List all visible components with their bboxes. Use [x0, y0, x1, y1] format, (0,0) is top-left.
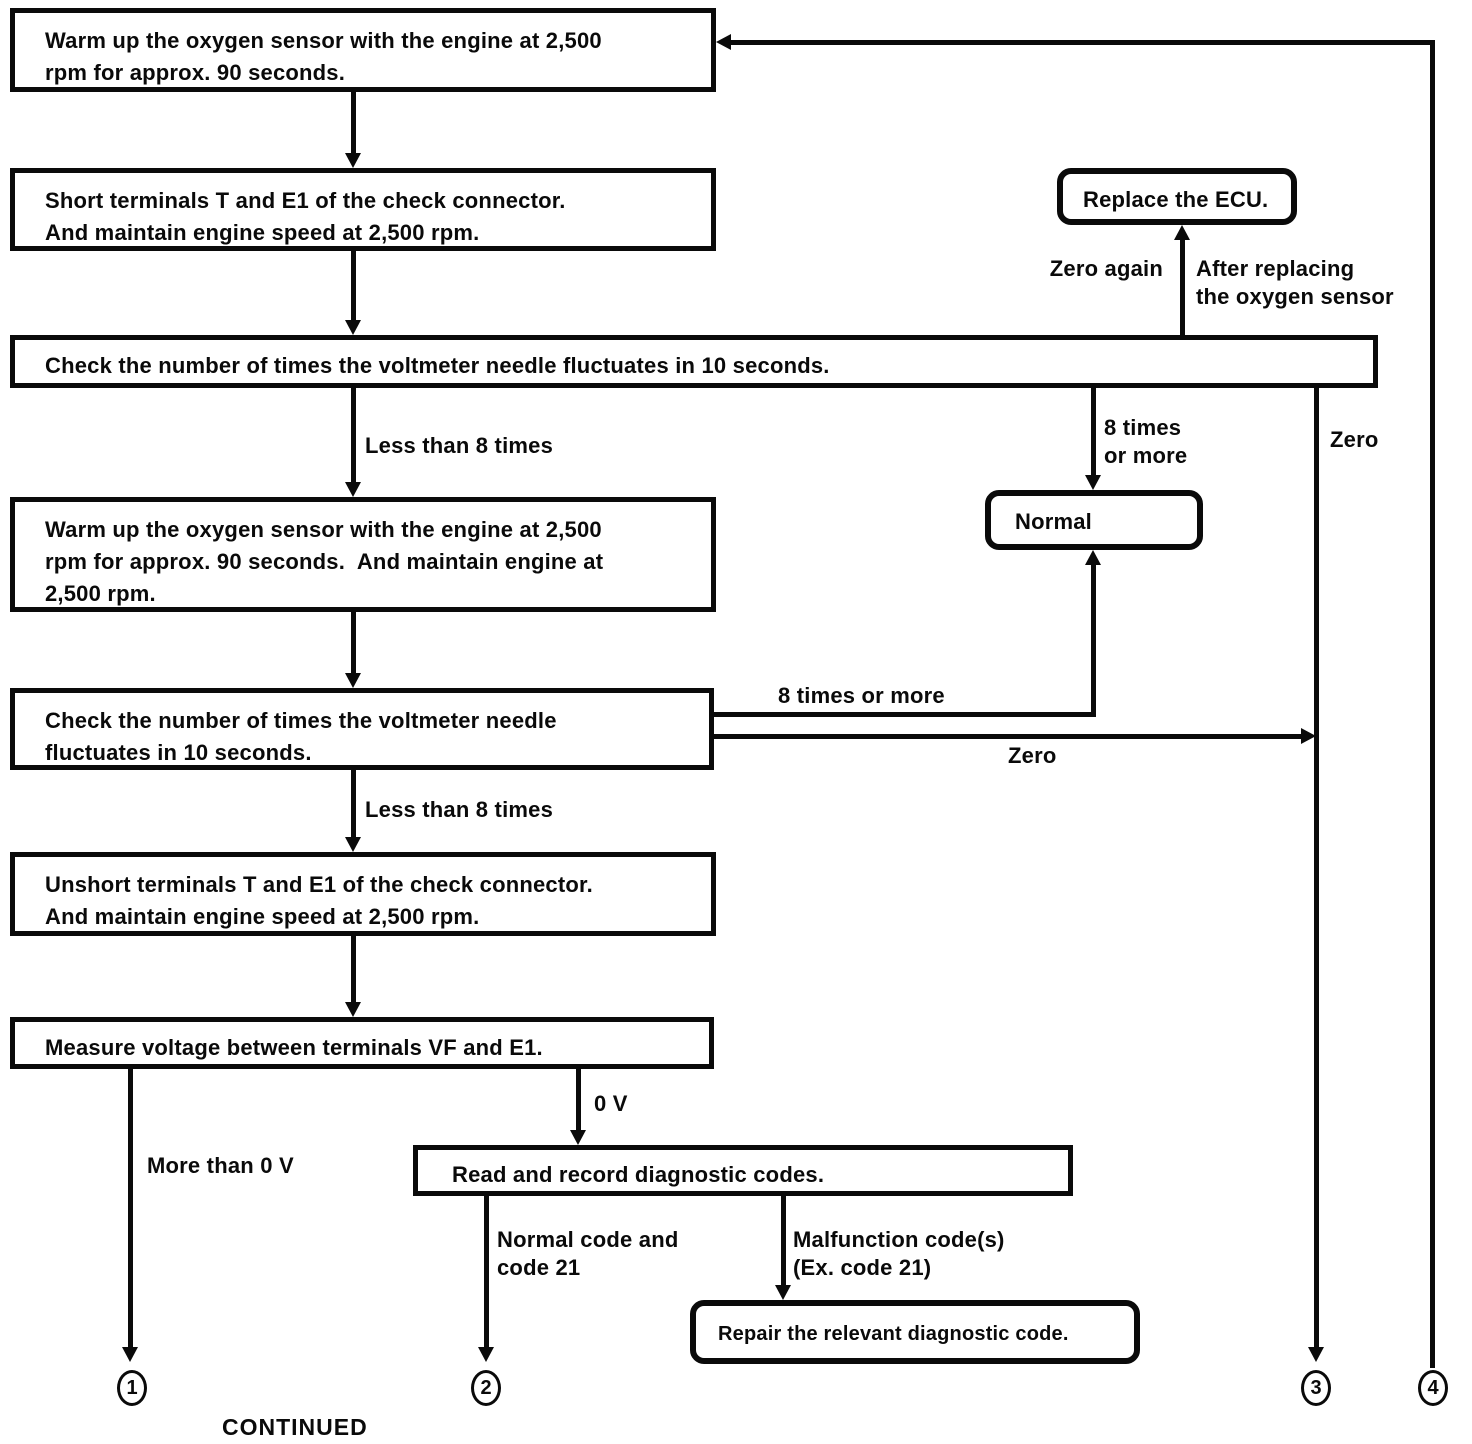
label-zero-lower: Zero [1008, 743, 1057, 768]
arrowhead-readcodes-to-repair [775, 1285, 791, 1300]
edge-measure-to-connector1 [128, 1069, 133, 1349]
label-less-than-8-second: Less than 8 times [365, 797, 554, 822]
edge-warmup-to-short [351, 92, 356, 155]
edge-check2-to-unshort [351, 770, 356, 839]
connector-1: 1 [117, 1370, 147, 1406]
node-read-codes: Read and record diagnostic codes. [413, 1145, 1073, 1196]
edge-check2-zero-horizontal [714, 734, 1303, 739]
arrowhead-warmup2-to-check2 [345, 673, 361, 688]
node-warm-up-initial: Warm up the oxygen sensor with the engin… [10, 8, 716, 92]
node-repair-code: Repair the relevant diagnostic code. [690, 1300, 1140, 1364]
arrowhead-check1-to-normal [1085, 475, 1101, 490]
connector-4: 4 [1418, 1370, 1448, 1406]
connector-3: 3 [1301, 1370, 1331, 1406]
edge-check2-to-normal-horizontal [714, 712, 1096, 717]
arrowhead-readcodes-to-connector2 [478, 1347, 494, 1362]
edge-check1-to-normal [1091, 388, 1096, 477]
edge-unshort-to-measure [351, 936, 356, 1004]
arrowhead-zero-to-connector3 [1308, 1347, 1324, 1362]
node-short-terminals: Short terminals T and E1 of the check co… [10, 168, 716, 251]
node-check-fluctuation-2: Check the number of times the voltmeter … [10, 688, 714, 770]
edge-check1-to-warmup2 [351, 388, 356, 484]
label-less-than-8-first: Less than 8 times [365, 433, 554, 458]
node-normal: Normal [985, 490, 1203, 550]
label-after-replacing: After replacing the oxygen sensor [1196, 256, 1394, 309]
node-measure-voltage: Measure voltage between terminals VF and… [10, 1017, 714, 1069]
arrowhead-measure-to-connector1 [122, 1347, 138, 1362]
label-zero-again: Zero again [1049, 256, 1163, 281]
arrowhead-measure-to-readcodes [570, 1130, 586, 1145]
arrowhead-short-to-check1 [345, 320, 361, 335]
label-malfunction-code: Malfunction code(s) (Ex. code 21) [793, 1227, 1005, 1280]
edge-readcodes-to-repair [781, 1196, 786, 1287]
node-check-fluctuation-1: Check the number of times the voltmeter … [10, 335, 1378, 388]
edge-measure-to-readcodes [576, 1069, 581, 1132]
node-replace-ecu: Replace the ECU. [1057, 168, 1297, 225]
edge-warmup2-to-check2 [351, 612, 356, 675]
edge-short-to-check1 [351, 251, 356, 322]
node-warm-up-maintain: Warm up the oxygen sensor with the engin… [10, 497, 716, 612]
edge-zero-to-connector3 [1314, 388, 1319, 1349]
edge-readcodes-to-connector2 [484, 1196, 489, 1349]
label-zero-upper-right: Zero [1330, 427, 1379, 452]
arrowhead-warmup-to-short [345, 153, 361, 168]
label-normal-code: Normal code and code 21 [497, 1227, 679, 1280]
node-unshort-terminals: Unshort terminals T and E1 of the check … [10, 852, 716, 936]
label-0v: 0 V [594, 1091, 628, 1116]
arrowhead-unshort-to-measure [345, 1002, 361, 1017]
edge-check2-to-normal-vertical [1091, 563, 1096, 717]
label-8-times-or-more-inline: 8 times or more [778, 683, 945, 708]
arrowhead-check1-to-ecu [1174, 225, 1190, 240]
arrowhead-feedback-into-warmup [716, 34, 731, 50]
arrowhead-check2-to-normal [1085, 550, 1101, 565]
edge-check1-to-ecu [1180, 238, 1185, 335]
edge-feedback-horizontal [729, 40, 1435, 45]
connector-2: 2 [471, 1370, 501, 1406]
arrowhead-check2-zero [1301, 728, 1316, 744]
continued-label: CONTINUED [222, 1414, 368, 1440]
label-more-than-0v: More than 0 V [147, 1153, 294, 1178]
arrowhead-check1-to-warmup2 [345, 482, 361, 497]
edge-feedback-vertical [1430, 40, 1435, 1368]
label-8-times-or-more-stacked: 8 times or more [1104, 415, 1188, 468]
arrowhead-check2-to-unshort [345, 837, 361, 852]
